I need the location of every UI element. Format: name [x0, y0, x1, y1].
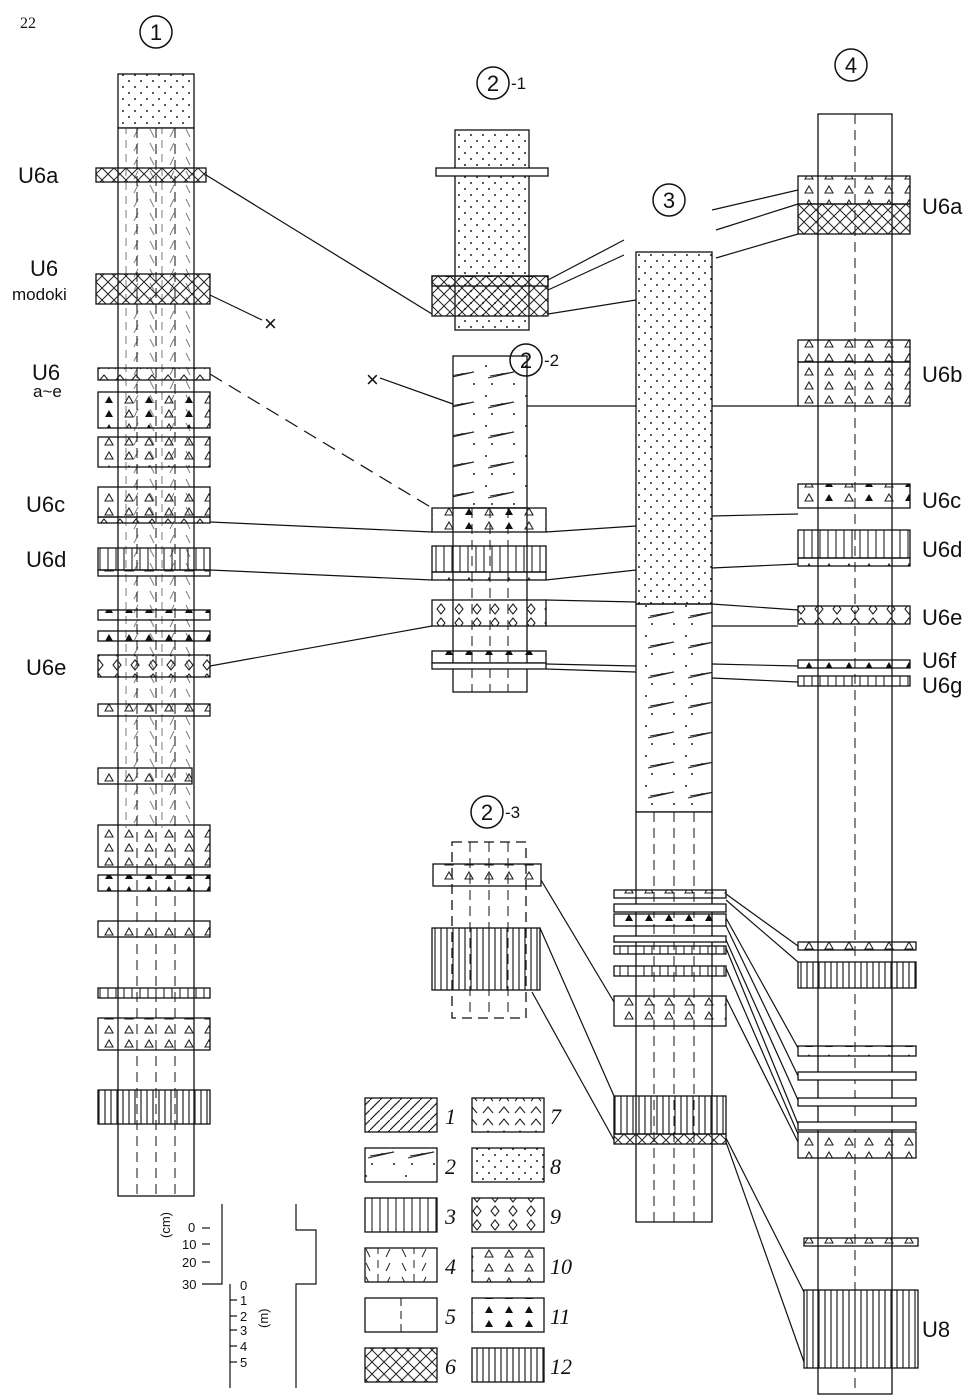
page-number: 22 — [20, 15, 36, 32]
column-4-label: 4 — [835, 49, 867, 81]
legend-number-8: 8 — [550, 1154, 561, 1179]
scale-cm-tick-30: 30 — [182, 1277, 196, 1292]
col1-label-u6-modoki-top: U6 — [30, 256, 58, 281]
column-2-1 — [432, 130, 548, 330]
legend-swatch-8 — [472, 1148, 544, 1182]
column-2-3-suffix: -3 — [505, 803, 520, 822]
legend-number-12: 12 — [550, 1354, 572, 1379]
column-3-number: 3 — [663, 188, 675, 213]
col1-label-u6c: U6c — [26, 492, 65, 517]
legend — [365, 1098, 544, 1382]
col4-label-u6f: U6f — [922, 648, 957, 673]
legend-swatch-7 — [472, 1098, 544, 1132]
legend-swatch-3 — [365, 1198, 437, 1232]
column-3-label: 3 — [653, 184, 685, 216]
scale-m-tick-2: 2 — [240, 1309, 247, 1324]
col1-label-u6a: U6a — [18, 163, 59, 188]
legend-number-11: 11 — [550, 1304, 570, 1329]
column-2-1-suffix: -1 — [511, 74, 526, 93]
legend-swatch-1 — [365, 1098, 437, 1132]
legend-swatch-10 — [472, 1248, 544, 1282]
column-2-3-number: 2 — [481, 800, 493, 825]
legend-swatch-9 — [472, 1198, 544, 1232]
scale-m-tick-0: 0 — [240, 1278, 247, 1293]
scale-cm-tick-10: 10 — [182, 1237, 196, 1252]
scale-m-tick-1: 1 — [240, 1293, 247, 1308]
legend-number-2: 2 — [445, 1154, 456, 1179]
column-1-number: 1 — [150, 20, 162, 45]
col1-label-u6e: U6e — [26, 655, 66, 680]
column-2-1-label: 2 -1 — [477, 67, 526, 99]
legend-swatch-12 — [472, 1348, 544, 1382]
scale-m-label: (m) — [256, 1309, 271, 1329]
column-2-2-suffix: -2 — [544, 351, 559, 370]
col1-label-u6-ae-bottom: a~e — [33, 382, 62, 401]
cross-mark-1: × — [264, 311, 277, 336]
legend-number-10: 10 — [550, 1254, 572, 1279]
column-2-3 — [432, 842, 541, 1018]
legend-number-3: 3 — [444, 1204, 456, 1229]
col4-label-u8: U8 — [922, 1317, 950, 1342]
col4-label-u6e: U6e — [922, 605, 962, 630]
col4-label-u6g: U6g — [922, 673, 962, 698]
legend-number-6: 6 — [445, 1354, 456, 1379]
col4-label-u6b: U6b — [922, 362, 962, 387]
cross-mark-2: × — [366, 367, 379, 392]
legend-number-5: 5 — [445, 1304, 456, 1329]
scale-bar — [202, 1204, 316, 1388]
column-2-1-number: 2 — [487, 71, 499, 96]
legend-number-9: 9 — [550, 1204, 561, 1229]
legend-number-1: 1 — [445, 1104, 456, 1129]
scale-cm-tick-20: 20 — [182, 1255, 196, 1270]
scale-m-tick-5: 5 — [240, 1355, 247, 1370]
legend-swatch-6 — [365, 1348, 437, 1382]
scale-m-tick-4: 4 — [240, 1339, 247, 1354]
column-1 — [96, 74, 210, 1196]
legend-swatch-11 — [472, 1298, 544, 1332]
legend-swatch-2 — [365, 1148, 437, 1182]
col1-label-u6d: U6d — [26, 547, 66, 572]
legend-number-4: 4 — [445, 1254, 456, 1279]
col1-label-u6-modoki-bottom: modoki — [12, 285, 67, 304]
correlation-lines — [206, 175, 804, 1362]
column-1-label: 1 — [140, 16, 172, 48]
column-3 — [614, 252, 726, 1222]
column-4 — [798, 114, 918, 1394]
legend-number-7: 7 — [550, 1104, 562, 1129]
legend-swatch-4 — [365, 1248, 437, 1282]
scale-cm-tick-0: 0 — [188, 1220, 195, 1235]
col4-label-u6a: U6a — [922, 194, 963, 219]
column-2-3-label: 2 -3 — [471, 796, 520, 828]
scale-cm-label: (cm) — [158, 1212, 173, 1238]
scale-m-tick-3: 3 — [240, 1323, 247, 1338]
col4-label-u6d: U6d — [922, 537, 962, 562]
col4-label-u6c: U6c — [922, 488, 961, 513]
column-4-number: 4 — [845, 53, 857, 78]
